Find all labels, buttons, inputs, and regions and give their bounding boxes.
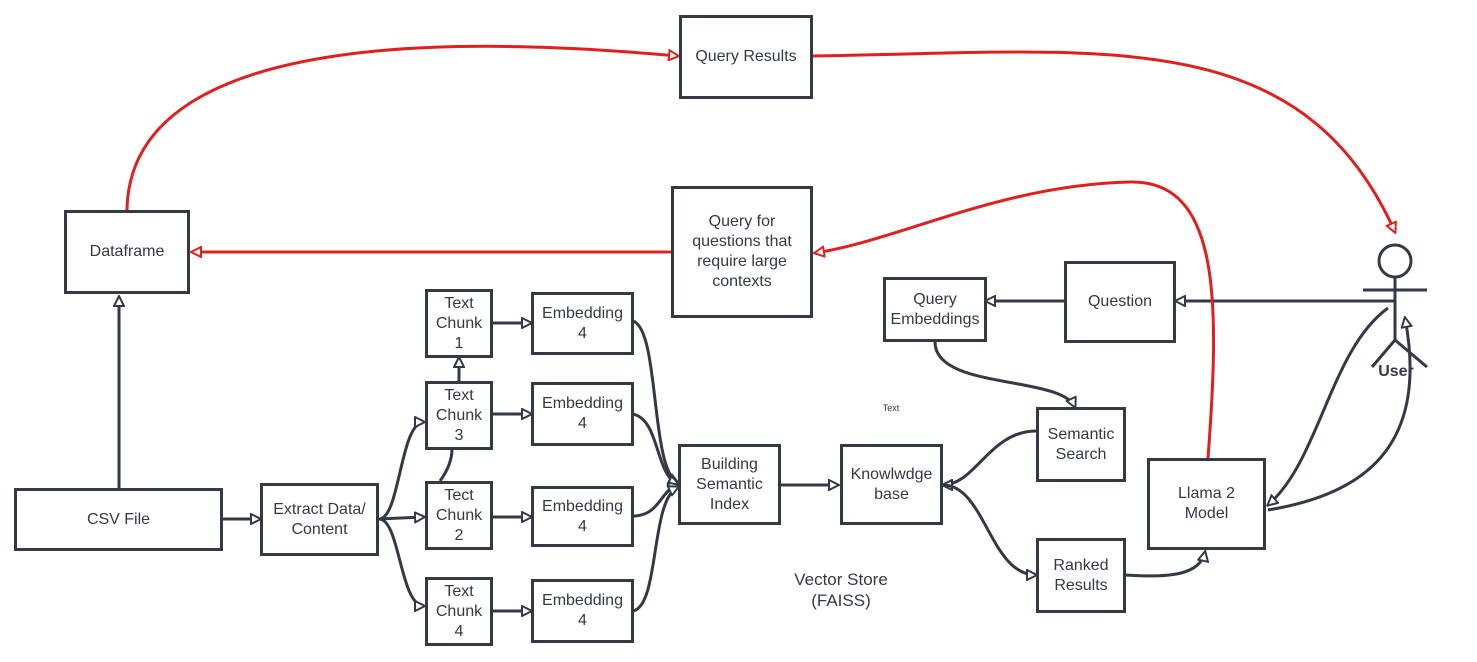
embedding-4-box: Embedding 4 (531, 579, 634, 643)
text-chunk-3-box: Text Chunk 3 (425, 381, 493, 450)
csv-file-box: CSV File (14, 488, 223, 551)
text-chunk-4-box: Text Chunk 4 (425, 577, 493, 646)
text-chunk-2-box: Tect Chunk 2 (425, 481, 493, 550)
embedding-1-box: Embedding 4 (531, 292, 634, 355)
edge-semsearch-kb (943, 429, 1037, 485)
edge-kb-ranked (942, 483, 1036, 575)
edge-emb2-index (632, 412, 678, 484)
edge-extract-chunk2 (378, 517, 424, 519)
edge-queryresults-user (812, 50, 1395, 232)
semantic-search-box: Semantic Search (1036, 407, 1126, 482)
llama-2-model-box: Llama 2 Model (1147, 458, 1266, 550)
edge-queryemb-semsearch (933, 341, 1075, 407)
text-label-small: Text (882, 403, 900, 413)
query-results-box: Query Results (679, 15, 813, 99)
query-large-contexts-box: Query for questions that require large c… (671, 186, 813, 318)
edge-llama-querylarge (815, 180, 1216, 459)
semantic-index-box: Building Semantic Index (678, 444, 781, 525)
user-label: User (1378, 363, 1414, 380)
edge-user-llama-a (1268, 306, 1389, 505)
edge-emb1-index (632, 319, 678, 483)
edge-dataframe-queryresults (125, 44, 678, 211)
knowledge-base-box: Knowlwdge base (840, 444, 943, 525)
edge-emb3-index (632, 485, 678, 518)
embedding-2-box: Embedding 4 (531, 382, 634, 446)
embedding-3-box: Embedding 4 (531, 486, 634, 547)
extract-data-box: Extract Data/ Content (260, 483, 379, 556)
edge-extract-chunk3 (378, 422, 424, 521)
ranked-results-box: Ranked Results (1036, 538, 1126, 613)
query-embeddings-box: Query Embeddings (883, 277, 987, 342)
edge-extract-chunk4 (378, 517, 424, 606)
vector-store-label: Vector Store (FAISS) (794, 570, 888, 610)
edge-user-llama-b (1267, 318, 1410, 512)
text-chunk-1-box: Text Chunk 1 (425, 289, 493, 358)
edge-ranked-llama (1124, 552, 1205, 578)
edge-emb4-index (632, 487, 678, 613)
edge-chunk2-chunk3 (438, 448, 454, 482)
dataframe-box: Dataframe (64, 210, 190, 294)
user-icon (1363, 243, 1428, 369)
question-box: Question (1064, 261, 1176, 343)
